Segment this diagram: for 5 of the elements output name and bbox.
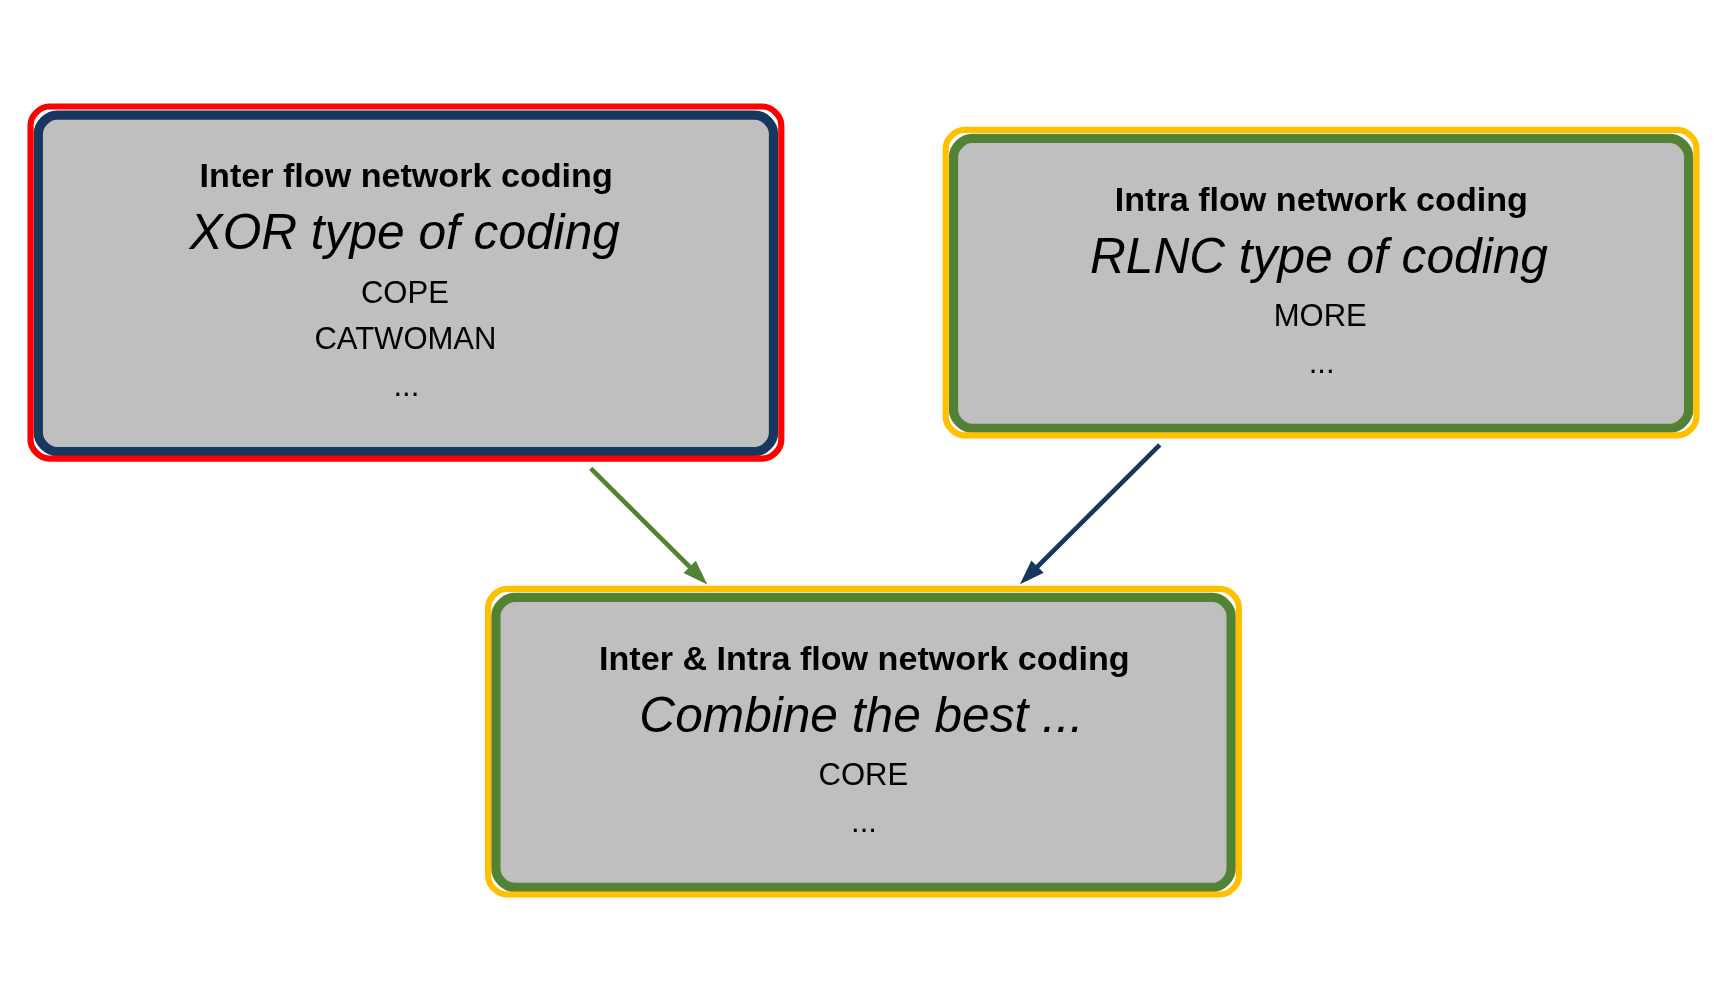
arrow <box>1019 442 1162 584</box>
node-box: Intra flow network coding RLNC type of coding MORE ... <box>942 126 1700 438</box>
node-box: Inter flow network coding XOR type of coding COPE CATWOMAN ... <box>27 102 785 462</box>
node-box: Inter & Intra flow network coding Combine the best ... CORE ... <box>485 585 1242 898</box>
arrow <box>589 466 708 584</box>
